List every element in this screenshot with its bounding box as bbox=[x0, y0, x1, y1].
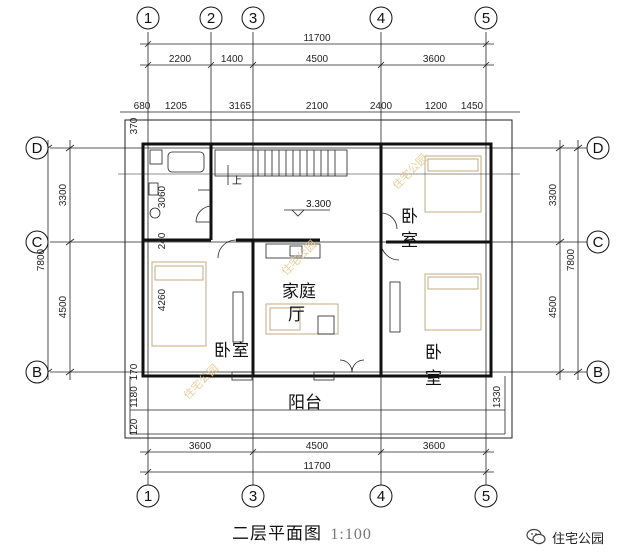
wechat-icon bbox=[526, 528, 546, 545]
room-balcony-label: 阳台 bbox=[288, 393, 322, 413]
dim-bottom-total: 11700 bbox=[303, 461, 331, 472]
axis-label-4-top: 4 bbox=[377, 10, 385, 27]
dim-top-3: 4500 bbox=[306, 54, 329, 65]
axis-bubble-c-right bbox=[586, 230, 610, 254]
floor-plan: 1 2 3 4 5 1 3 4 5 D C B D C B 11700 2200… bbox=[25, 6, 610, 508]
dim-detail-7: 1450 bbox=[461, 101, 484, 112]
room-living-label-1: 家庭 bbox=[282, 282, 316, 302]
axis-label-5-top: 5 bbox=[482, 10, 490, 27]
axis-label-1-bottom: 1 bbox=[144, 488, 152, 505]
dim-inner-5: 170 bbox=[129, 363, 140, 380]
axis-bubble-c-left bbox=[25, 230, 49, 254]
watermark-bottom-left: 住宅公园 bbox=[180, 361, 221, 402]
dim-top-1: 2200 bbox=[169, 54, 192, 65]
dim-right-1: 3300 bbox=[548, 183, 559, 206]
dim-inner-2: 3060 bbox=[157, 185, 168, 208]
axis-label-c-left: C bbox=[32, 234, 43, 251]
room-bed-top-right-label-2: 室 bbox=[401, 231, 418, 251]
dim-detail-1: 680 bbox=[134, 101, 151, 112]
axis-bubble-1-bottom bbox=[136, 484, 160, 508]
room-bed-bottom-right-label-1: 卧 bbox=[425, 343, 442, 363]
axis-bubble-5-bottom bbox=[474, 484, 498, 508]
axis-label-d-right: D bbox=[593, 140, 604, 157]
dim-top-2: 1400 bbox=[221, 54, 244, 65]
axis-bubble-b-right bbox=[586, 360, 610, 384]
dim-right-small: 1330 bbox=[492, 385, 503, 408]
dim-bottom-3: 3600 bbox=[423, 441, 446, 452]
dim-right-total: 7800 bbox=[566, 248, 577, 271]
axis-label-b-left: B bbox=[32, 364, 42, 381]
dim-inner-1: 370 bbox=[129, 117, 140, 134]
axis-bubble-4-top bbox=[369, 6, 393, 30]
floor-elevation-label: 3.300 bbox=[306, 199, 331, 210]
axis-bubble-d-left bbox=[25, 136, 49, 160]
axis-bubble-4-bottom bbox=[369, 484, 393, 508]
stair-up-label: 上 bbox=[232, 175, 242, 187]
axis-bubble-1-top bbox=[136, 6, 160, 30]
dim-detail-2: 1205 bbox=[165, 101, 188, 112]
axis-label-b-right: B bbox=[593, 364, 603, 381]
dim-bottom-2: 4500 bbox=[306, 441, 329, 452]
room-living-label-2: 厅 bbox=[288, 305, 305, 325]
dim-inner-6: 1180 bbox=[129, 386, 140, 408]
watermark-top-right: 住宅公园 bbox=[389, 151, 430, 192]
brand-badge: 住宅公园 bbox=[526, 527, 604, 547]
dim-left-1: 3300 bbox=[58, 183, 69, 206]
dim-right-2: 4500 bbox=[548, 295, 559, 318]
dim-left-total: 7800 bbox=[36, 248, 47, 271]
drawing-scale: 1:100 bbox=[330, 526, 372, 543]
axis-label-3-top: 3 bbox=[249, 10, 257, 27]
room-bed-top-right-label-1: 卧 bbox=[401, 207, 418, 227]
brand-name: 住宅公园 bbox=[552, 531, 605, 547]
axis-bubble-2-top bbox=[199, 6, 223, 30]
dim-inner-7: 120 bbox=[129, 418, 140, 435]
axis-label-d-left: D bbox=[32, 140, 43, 157]
dim-inner-3: 240 bbox=[157, 232, 168, 249]
room-bed-left-label-1: 卧 bbox=[214, 341, 231, 361]
axis-bubble-d-right bbox=[586, 136, 610, 160]
axis-bubble-3-top bbox=[241, 6, 265, 30]
dim-detail-6: 1200 bbox=[425, 101, 448, 112]
axis-label-3-bottom: 3 bbox=[249, 488, 257, 505]
dim-top-total: 11700 bbox=[303, 33, 331, 44]
dim-left-2: 4500 bbox=[58, 295, 69, 318]
axis-label-5-bottom: 5 bbox=[482, 488, 490, 505]
axis-label-1-top: 1 bbox=[144, 10, 152, 27]
axis-bubble-3-bottom bbox=[241, 484, 265, 508]
dim-detail-4: 2100 bbox=[306, 101, 329, 112]
axis-label-2-top: 2 bbox=[207, 10, 215, 27]
drawing-title: 二层平面图 1:100 bbox=[232, 519, 372, 544]
axis-label-4-bottom: 4 bbox=[377, 488, 385, 505]
room-bed-bottom-right-label-2: 室 bbox=[425, 369, 442, 389]
dim-top-4: 3600 bbox=[423, 54, 446, 65]
axis-label-c-right: C bbox=[593, 234, 604, 251]
axis-bubble-5-top bbox=[474, 6, 498, 30]
drawing-title-main: 二层平面图 bbox=[232, 524, 322, 544]
dim-bottom-1: 3600 bbox=[189, 441, 212, 452]
dim-inner-4: 4260 bbox=[157, 288, 168, 311]
axis-bubble-b-left bbox=[25, 360, 49, 384]
dim-detail-5: 2400 bbox=[370, 101, 393, 112]
room-bed-left-label-2: 室 bbox=[232, 341, 249, 361]
dim-detail-3: 3165 bbox=[229, 101, 252, 112]
